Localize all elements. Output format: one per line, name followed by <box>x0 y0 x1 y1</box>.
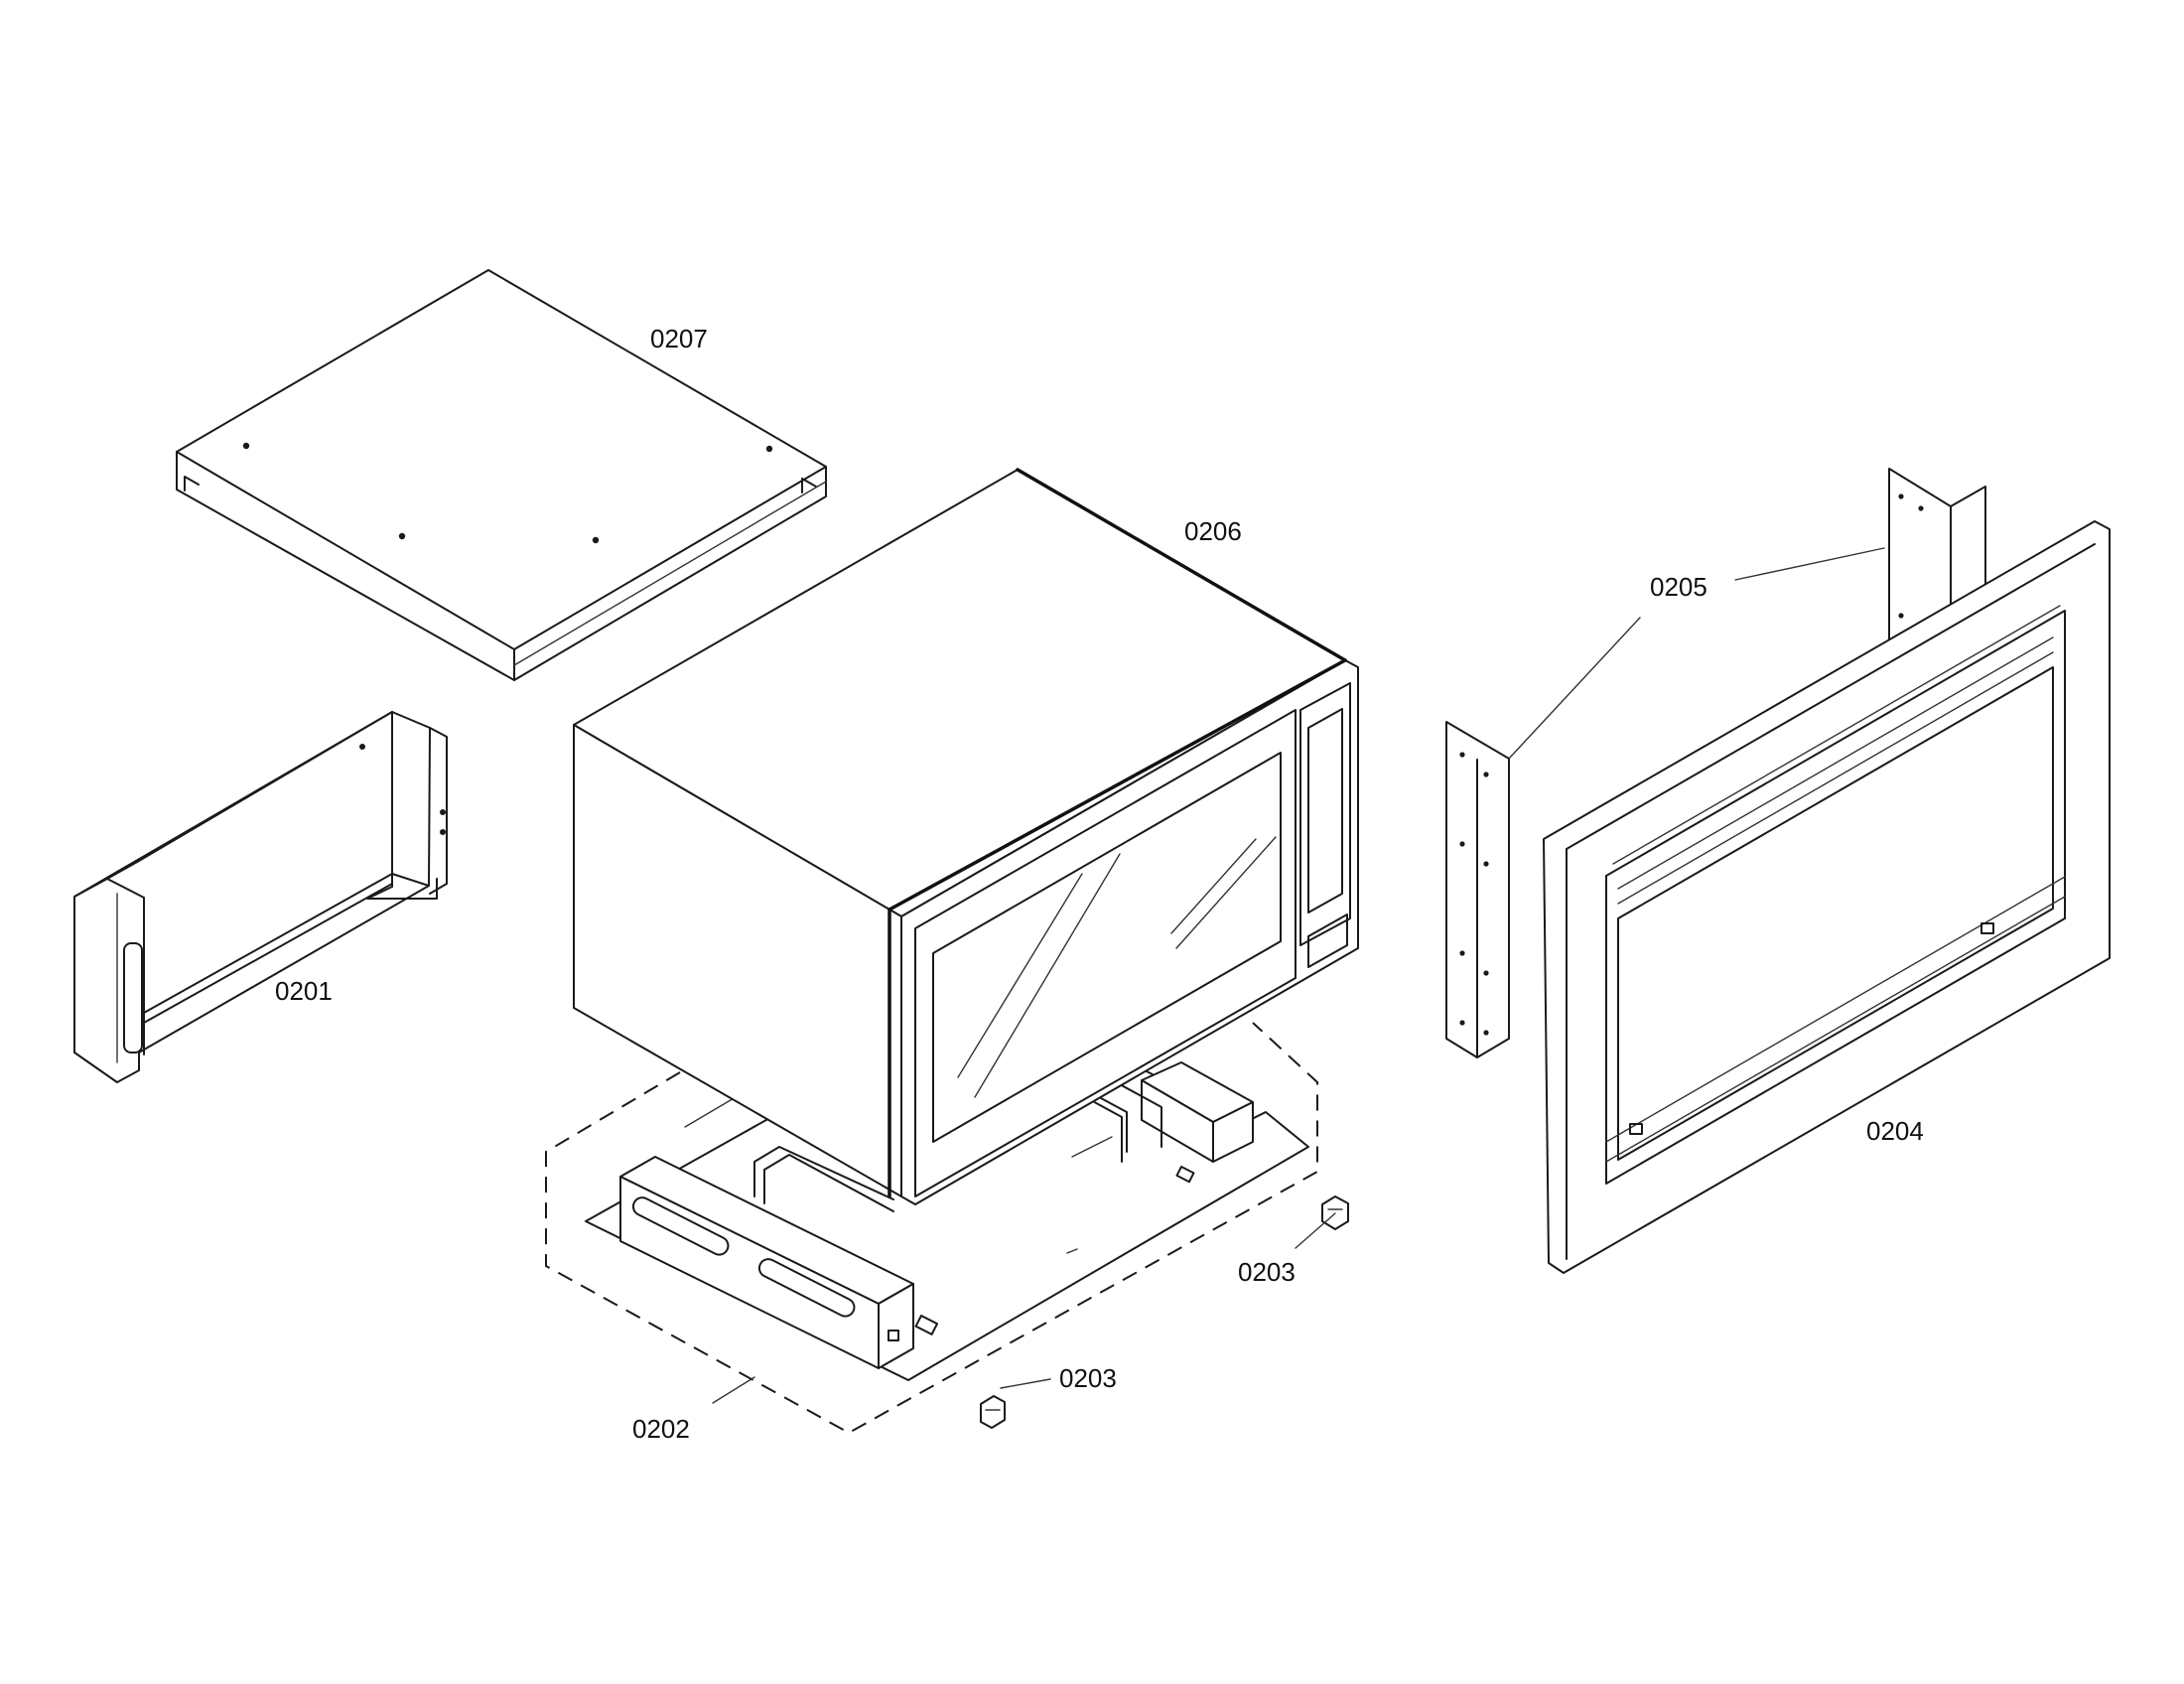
label-0203-left: 0203 <box>1059 1363 1117 1393</box>
clip-left <box>980 1395 1006 1429</box>
label-0205: 0205 <box>1650 572 1707 602</box>
label-0206: 0206 <box>1184 516 1242 546</box>
microwave-cabinet <box>573 468 1359 1205</box>
label-0204: 0204 <box>1866 1116 1924 1146</box>
label-0207: 0207 <box>650 324 708 353</box>
trim-frame <box>1543 520 2111 1274</box>
leader-lines <box>712 547 1885 1404</box>
mount-bracket-left <box>1445 721 1510 1058</box>
label-0203-right: 0203 <box>1238 1257 1296 1287</box>
label-0201: 0201 <box>275 976 333 1006</box>
top-cover-panel <box>176 269 827 681</box>
label-0202: 0202 <box>632 1414 690 1444</box>
side-bracket <box>73 711 448 1083</box>
